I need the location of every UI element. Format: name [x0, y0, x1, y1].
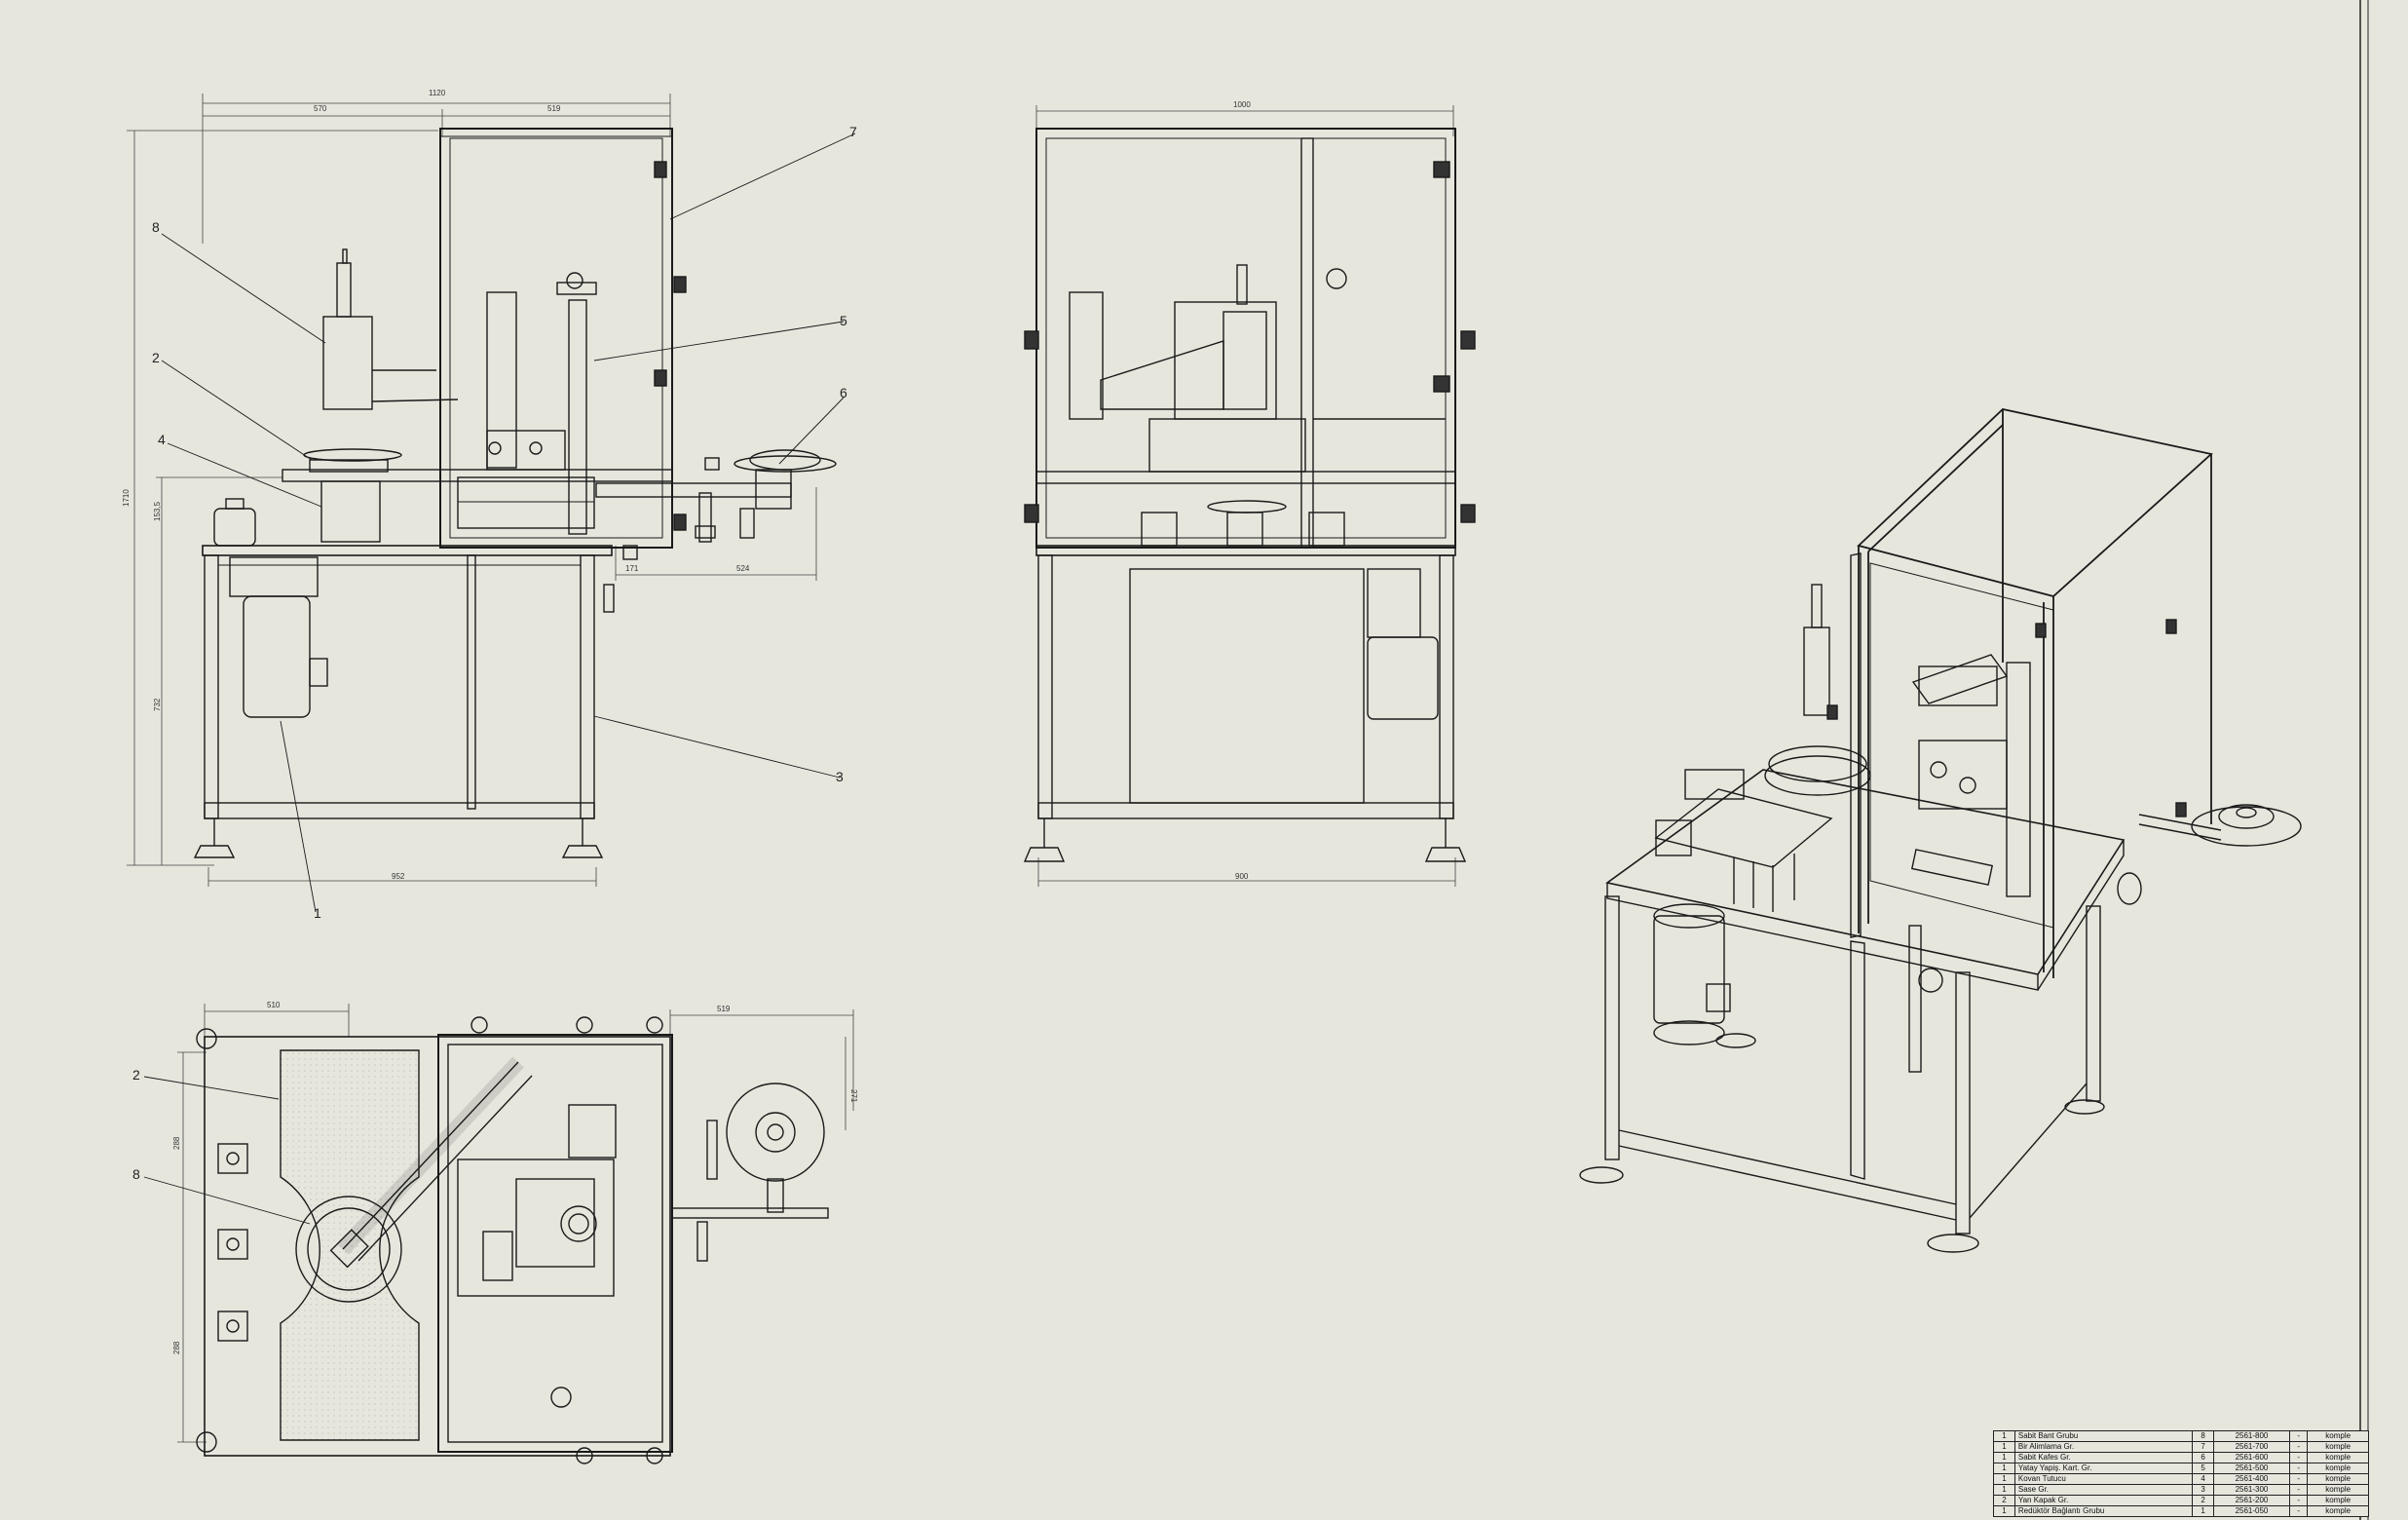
dim-right-width: 519	[547, 104, 561, 113]
bom-qty: 1	[1993, 1463, 2015, 1474]
bom-mat: komple	[2307, 1441, 2369, 1453]
bom-qty: 1	[1993, 1505, 2015, 1517]
dim-top-right: 519	[717, 1005, 731, 1013]
bom-qty: 1	[1993, 1430, 2015, 1442]
bom-qty: 2	[1993, 1495, 2015, 1506]
bom-item: 4	[2192, 1473, 2215, 1485]
dim-arm-length: 524	[736, 564, 750, 573]
dim-table-height: 732	[153, 698, 162, 711]
bom-mat: komple	[2307, 1505, 2369, 1517]
dim-top-side-b: 288	[172, 1341, 181, 1354]
bom-rev: -	[2288, 1505, 2309, 1517]
bom-code: 2561-300	[2213, 1484, 2290, 1496]
bom-qty: 1	[1993, 1473, 2015, 1485]
bom-item: 2	[2192, 1495, 2215, 1506]
callout-6: 6	[840, 385, 847, 400]
bom-item: 5	[2192, 1463, 2215, 1474]
bom-code: 2561-800	[2213, 1430, 2290, 1442]
bom-rev: -	[2288, 1463, 2309, 1474]
bom-code: 2561-700	[2213, 1441, 2290, 1453]
dim-overall-height: 1710	[122, 489, 131, 507]
dim-upper-height: 153,5	[153, 501, 162, 521]
bom-qty: 1	[1993, 1441, 2015, 1453]
bom-item: 6	[2192, 1452, 2215, 1463]
dim-side-top-width: 1000	[1233, 100, 1251, 109]
bom-rev: -	[2288, 1430, 2309, 1442]
bom-name: Yatay Yapiş. Kart. Gr.	[2013, 1463, 2194, 1474]
bom-name: Redüktör Bağlantı Grubu	[2013, 1505, 2194, 1517]
bom-mat: komple	[2307, 1463, 2369, 1474]
bom-mat: komple	[2307, 1430, 2369, 1442]
bom-code: 2561-050	[2213, 1505, 2290, 1517]
bom-code: 2561-500	[2213, 1463, 2290, 1474]
bom-mat: komple	[2307, 1452, 2369, 1463]
dim-base-width: 952	[392, 872, 405, 881]
bom-code: 2561-600	[2213, 1452, 2290, 1463]
dim-side-base-width: 900	[1235, 872, 1249, 881]
callout-4: 4	[158, 432, 166, 447]
bom-body: 1 Sabit Bant Grubu 8 2561-800 - komple 1…	[1993, 1430, 2369, 1517]
table-row: 1 Kovan Tutucu 4 2561-400 - komple	[1993, 1473, 2369, 1485]
side-view: 1000 900	[1023, 100, 1476, 887]
bom-item: 8	[2192, 1430, 2215, 1442]
bom-rev: -	[2288, 1484, 2309, 1496]
dim-top-left: 510	[267, 1001, 281, 1009]
bom-name: Sabit Kafes Gr.	[2013, 1452, 2194, 1463]
bom-name: Kovan Tutucu	[2013, 1473, 2194, 1485]
table-row: 1 Bir Alimlama Gr. 7 2561-700 - komple	[1993, 1441, 2369, 1453]
table-row: 1 Redüktör Bağlantı Grubu 1 2561-050 - k…	[1993, 1505, 2369, 1517]
bom-mat: komple	[2307, 1495, 2369, 1506]
callout-8: 8	[152, 219, 160, 235]
dim-top-side-a: 288	[172, 1136, 181, 1150]
bom-code: 2561-200	[2213, 1495, 2290, 1506]
table-row: 2 Yan Kapak Gr. 2 2561-200 - komple	[1993, 1495, 2369, 1506]
top-callout-8: 8	[132, 1166, 140, 1182]
table-row: 1 Sase Gr. 3 2561-300 - komple	[1993, 1484, 2369, 1496]
bom-name: Bir Alimlama Gr.	[2013, 1441, 2194, 1453]
bom-rev: -	[2288, 1452, 2309, 1463]
dim-top-right-height: 271	[849, 1089, 858, 1103]
bom-name: Sabit Bant Grubu	[2013, 1430, 2194, 1442]
sheet-border	[2359, 0, 2369, 1520]
front-view: 1120 570 519 1710 732 153,5 171 524 952	[122, 89, 857, 921]
bom-item: 3	[2192, 1484, 2215, 1496]
callout-1: 1	[314, 905, 321, 921]
top-view: 510 519 271 288 288	[132, 1001, 858, 1464]
bom-item: 7	[2192, 1441, 2215, 1453]
callout-3: 3	[836, 769, 844, 784]
bom-code: 2561-400	[2213, 1473, 2290, 1485]
bom-name: Sase Gr.	[2013, 1484, 2194, 1496]
bill-of-materials: 1 Sabit Bant Grubu 8 2561-800 - komple 1…	[1993, 1430, 2369, 1517]
table-row: 1 Sabit Kafes Gr. 6 2561-600 - komple	[1993, 1452, 2369, 1463]
callout-7: 7	[849, 124, 857, 139]
bom-item: 1	[2192, 1505, 2215, 1517]
dim-arm-offset: 171	[625, 564, 639, 573]
bom-rev: -	[2288, 1441, 2309, 1453]
bom-qty: 1	[1993, 1484, 2015, 1496]
callout-5: 5	[840, 313, 847, 328]
dim-left-width: 570	[314, 104, 327, 113]
bom-name: Yan Kapak Gr.	[2013, 1495, 2194, 1506]
top-callout-2: 2	[132, 1067, 140, 1083]
bom-qty: 1	[1993, 1452, 2015, 1463]
bom-mat: komple	[2307, 1473, 2369, 1485]
callout-2: 2	[152, 350, 160, 365]
bom-mat: komple	[2307, 1484, 2369, 1496]
table-row: 1 Sabit Bant Grubu 8 2561-800 - komple	[1993, 1430, 2369, 1442]
dim-overall-width: 1120	[429, 89, 446, 97]
bom-rev: -	[2288, 1495, 2309, 1506]
isometric-view	[1579, 408, 2302, 1253]
table-row: 1 Yatay Yapiş. Kart. Gr. 5 2561-500 - ko…	[1993, 1463, 2369, 1474]
bom-rev: -	[2288, 1473, 2309, 1485]
